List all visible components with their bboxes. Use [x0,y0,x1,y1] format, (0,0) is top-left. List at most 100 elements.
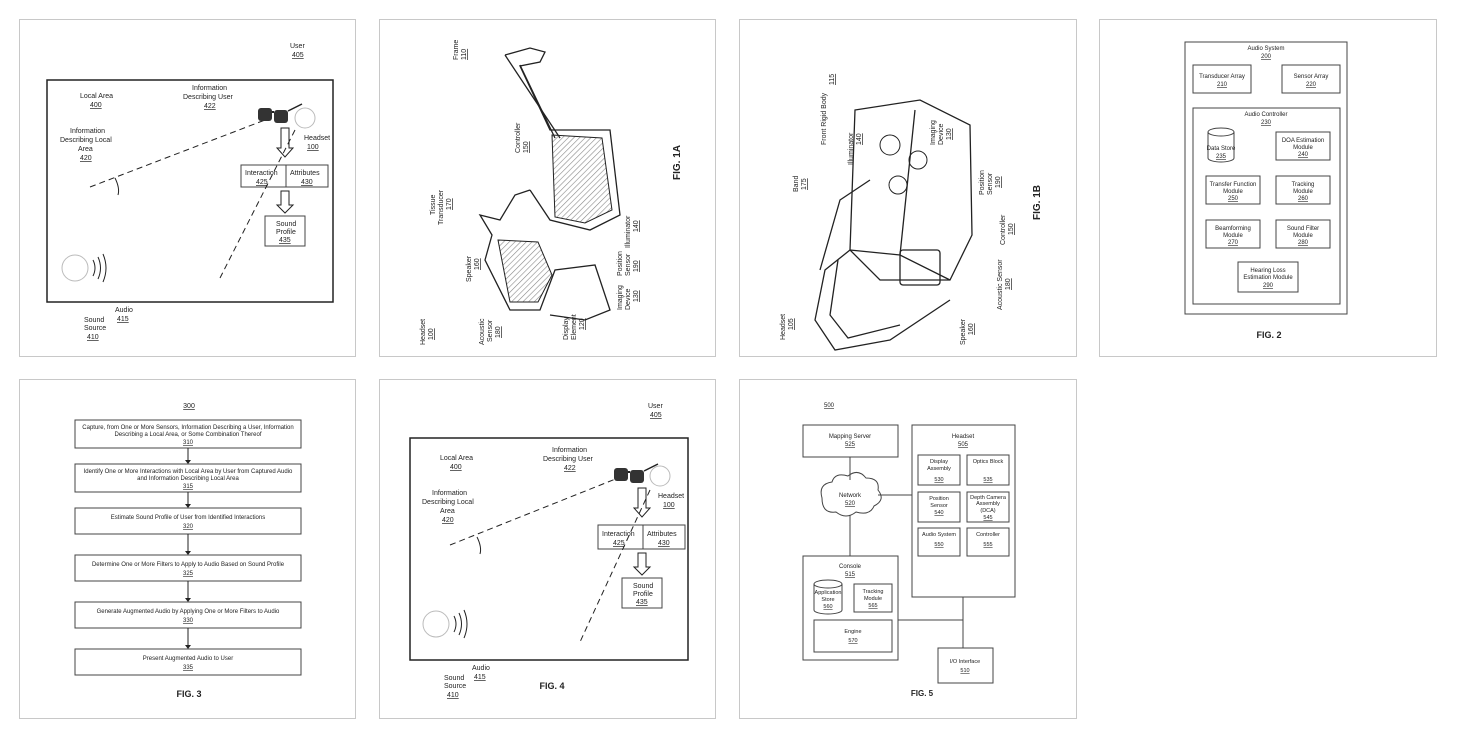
info-user-number: 422 [564,465,576,472]
sound-profile-box [621,577,663,609]
transducer-label: Transducer Array [1199,74,1245,80]
local-area-number: 400 [90,102,102,109]
display-assembly-label-1: Display [930,459,948,465]
info-user-label-2: Describing User [543,456,593,463]
imaging-label-1: Imaging [930,120,937,145]
acoustic-label-2: Sensor [487,319,494,342]
step-2-number: 315 [183,484,194,490]
hearing-loss-box [1237,261,1299,293]
depth-camera-label-3: (DCA) [980,508,995,514]
io-interface-label: I/O Interface [950,659,980,665]
step-6-line-1: Present Augmented Audio to User [143,656,233,662]
audio-system-label: Audio System [1247,46,1284,52]
user-label: User [290,43,305,50]
figure-card-fig1a[interactable]: Frame 110 Controller 150 Tissue Transduc… [379,19,716,357]
audio-system-label: Audio System [922,532,956,538]
position-sensor-label-2: Sensor [930,503,948,509]
sound-profile-box [264,215,306,247]
doa-box [1275,131,1331,161]
figure-card-fig3[interactable]: 300 Capture, from One or More Sensors, I… [19,379,356,719]
figure-card-fig1b[interactable]: Front Rigid Body 115 Illuminator 140 Ima… [739,19,1077,357]
position-label-2: Sensor [625,253,632,276]
acoustic-label: Acoustic Sensor [997,259,1004,310]
illuminator-label: Illuminator [625,215,632,248]
step-2-line-1: Identify One or More Interactions with L… [84,469,293,475]
user-head-circle [649,465,671,487]
console-label: Console [839,564,862,570]
attributes-label: Attributes [647,531,677,538]
audio-controller-label: Audio Controller [1244,112,1287,118]
figure-card-fig4[interactable]: Local Area 400 User 405 Information Desc… [379,379,716,719]
interaction-label: Interaction [602,531,635,538]
step-box-5 [74,601,302,629]
arrowhead-2 [185,504,191,508]
transducer-box [1192,64,1252,94]
info-local-label-2: Describing Local [60,137,112,144]
attributes-number: 430 [658,540,670,547]
controller-label: Controller [1000,214,1007,245]
info-user-label-1: Information [192,85,227,92]
info-local-number: 420 [442,517,454,524]
tracking-label-2: Module [1293,189,1313,195]
data-store-icon [1207,127,1235,163]
doa-number: 240 [1298,152,1309,158]
display-label-2: Element [571,314,578,340]
system-number: 500 [824,403,835,409]
dashed-sound-line [579,489,651,643]
figure-card-fig4-top[interactable]: Local Area 400 User 405 Information Desc… [19,19,356,357]
audio-system-box [917,527,961,557]
data-store-number: 235 [1216,154,1227,160]
sound-source-label-2: Source [84,325,106,332]
arrowhead-5 [185,645,191,649]
sound-source-circle [422,610,450,638]
tissue-label-2: Transducer [438,189,445,225]
controller-box [966,527,1010,557]
headset-label: Headset [952,434,975,440]
tissue-number: 170 [446,198,453,210]
position-sensor-label-1: Position [929,496,949,502]
info-local-label-1: Information [70,128,105,135]
attributes-label: Attributes [290,170,320,177]
hearing-loss-label-1: Hearing Loss [1250,268,1285,274]
speaker-number: 160 [474,258,481,270]
user-number: 405 [292,52,304,59]
sound-profile-number: 435 [279,237,291,244]
interaction-number: 425 [256,179,268,186]
figure-card-fig2[interactable]: Audio System 200 Transducer Array 210 Se… [1099,19,1437,357]
engine-label: Engine [844,629,861,635]
flowchart-number: 300 [183,403,195,410]
sound-source-number: 410 [87,334,99,341]
hearing-loss-number: 290 [1263,283,1274,289]
engine-number: 570 [848,638,857,644]
doa-label-2: Module [1293,145,1313,151]
application-store-label-2: Store [821,597,834,603]
position-sensor-box [917,491,961,523]
hmd-body-drawing [814,99,973,351]
depth-camera-label-2: Assembly [976,501,1000,507]
figure-card-fig5[interactable]: 500 Mapping Server 525 Network 520 Heads… [739,379,1077,719]
figure-label: FIG. 4 [539,681,564,691]
application-store-icon [813,579,843,615]
headset-number: 100 [307,144,319,151]
transfer-label-1: Transfer Function [1210,182,1257,188]
controller-number: 150 [1008,223,1015,235]
position-label-2: Sensor [987,172,994,195]
sound-profile-label-1: Sound [633,583,653,590]
doa-label-1: DOA Estimation [1282,138,1324,144]
step-3-line-1: Estimate Sound Profile of User from Iden… [111,515,265,521]
down-arrow-icon [632,487,652,518]
acoustic-label-1: Acoustic [479,318,486,345]
illuminator-label: Illuminator [848,132,855,165]
sensor-array-label: Sensor Array [1294,74,1329,80]
imaging-label-2: Device [938,123,945,145]
imaging-circle [908,150,928,170]
console-box [802,555,899,661]
system-block-diagram: 500 Mapping Server 525 Network 520 Heads… [802,403,1016,698]
mapping-server-label: Mapping Server [829,434,871,440]
step-1-line-2: Describing a Local Area, or Some Combina… [115,432,262,438]
data-store-label: Data Store [1207,146,1236,152]
step-3-number: 320 [183,524,194,530]
interaction-number: 425 [613,540,625,547]
user-label: User [648,403,663,410]
headset-box [911,424,1016,598]
